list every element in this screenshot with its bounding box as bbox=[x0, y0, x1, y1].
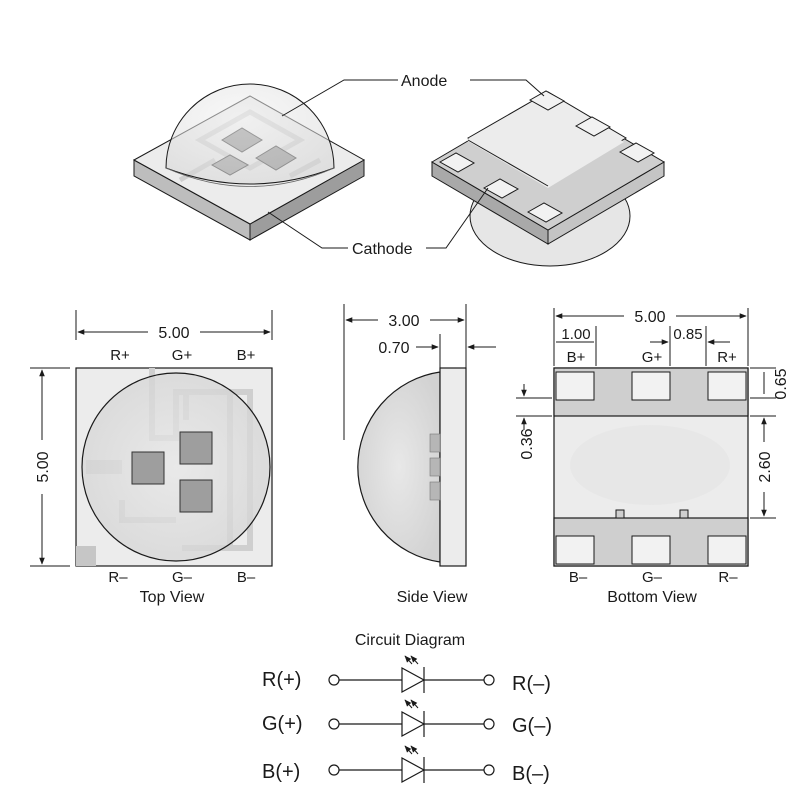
top-pin-g-plus: G+ bbox=[172, 347, 193, 364]
bottom-center-dim: 2.60 bbox=[757, 451, 774, 482]
bottom-width-dim: 5.00 bbox=[634, 309, 665, 326]
circuit-b-plus: B(+) bbox=[262, 761, 300, 783]
iso-pad-3 bbox=[618, 142, 656, 163]
bottom-pin-g-plus: G+ bbox=[642, 349, 663, 366]
top-pin-b-plus: B+ bbox=[237, 347, 256, 364]
top-height-dim: 5.00 bbox=[35, 451, 52, 482]
bottom-pin-r-plus: R+ bbox=[717, 349, 737, 366]
bottom-view-caption: Bottom View bbox=[607, 589, 697, 606]
bottom-pad-b-plus bbox=[555, 371, 595, 401]
top-dome bbox=[81, 372, 271, 562]
bottom-view: 5.00 1.00 0.85 B+ G+ R+ 0.36 bbox=[516, 308, 790, 606]
cathode-label: Cathode bbox=[352, 241, 413, 258]
diode-r-icon bbox=[401, 666, 426, 694]
bottom-pin-g-minus: G– bbox=[642, 569, 663, 586]
side-base bbox=[439, 367, 467, 567]
bottom-pin-b-minus: B– bbox=[569, 569, 588, 586]
side-view: 3.00 0.70 Side View bbox=[343, 304, 496, 606]
top-die-g bbox=[179, 431, 213, 465]
top-pin-b-minus: B– bbox=[237, 569, 256, 586]
top-width-dim: 5.00 bbox=[158, 325, 189, 342]
circuit-g-minus: G(–) bbox=[512, 715, 552, 737]
bottom-pad-g-plus bbox=[631, 371, 671, 401]
side-view-caption: Side View bbox=[397, 589, 468, 606]
bottom-pad-height-dim: 0.65 bbox=[773, 368, 790, 399]
circuit-b-minus: B(–) bbox=[512, 763, 550, 785]
bottom-pad-b-minus bbox=[555, 535, 595, 565]
circuit-g-plus: G(+) bbox=[262, 713, 303, 735]
circuit-row-g: G(+) G(–) bbox=[262, 699, 552, 738]
side-total-dim: 3.00 bbox=[388, 313, 419, 330]
circuit-row-r: R(+) R(–) bbox=[262, 655, 551, 695]
circuit-row-b: B(+) B(–) bbox=[262, 745, 550, 785]
bottom-gap-dim: 0.85 bbox=[673, 326, 702, 343]
top-view: 5.00 5.00 R+ G+ B+ R– G– B– Top View bbox=[30, 310, 273, 606]
circuit-diagram: Circuit Diagram R(+) R(–) G(+) G(–) bbox=[262, 632, 552, 785]
bottom-gap-height-dim: 0.36 bbox=[519, 428, 536, 459]
top-die-r bbox=[131, 451, 165, 485]
iso-callouts: Anode Cathode bbox=[267, 73, 545, 258]
top-view-caption: Top View bbox=[140, 589, 205, 606]
top-die-b bbox=[179, 479, 213, 513]
side-base-dim: 0.70 bbox=[378, 340, 409, 357]
top-pin-r-minus: R– bbox=[108, 569, 128, 586]
iso-pad-2 bbox=[574, 116, 612, 137]
iso-pad-4 bbox=[438, 152, 476, 173]
bottom-pad-g-minus bbox=[631, 535, 671, 565]
iso-top-package bbox=[132, 83, 366, 241]
circuit-title: Circuit Diagram bbox=[355, 632, 465, 649]
diode-g-icon bbox=[401, 710, 426, 738]
iso-pad-5 bbox=[482, 178, 520, 199]
iso-bottom-package bbox=[431, 90, 665, 267]
circuit-r-plus: R(+) bbox=[262, 669, 301, 691]
bottom-pad-r-minus bbox=[707, 535, 747, 565]
bottom-pad-dim: 1.00 bbox=[561, 326, 590, 343]
diode-b-icon bbox=[401, 756, 426, 784]
bottom-pin-r-minus: R– bbox=[718, 569, 738, 586]
iso-pad-6 bbox=[526, 202, 564, 223]
bottom-pin-b-plus: B+ bbox=[567, 349, 586, 366]
iso-pad-1 bbox=[528, 90, 566, 111]
circuit-r-minus: R(–) bbox=[512, 673, 551, 695]
top-pin-g-minus: G– bbox=[172, 569, 193, 586]
side-dome bbox=[357, 371, 441, 563]
anode-label: Anode bbox=[401, 73, 447, 90]
bottom-pad-r-plus bbox=[707, 371, 747, 401]
top-pin-r-plus: R+ bbox=[110, 347, 130, 364]
